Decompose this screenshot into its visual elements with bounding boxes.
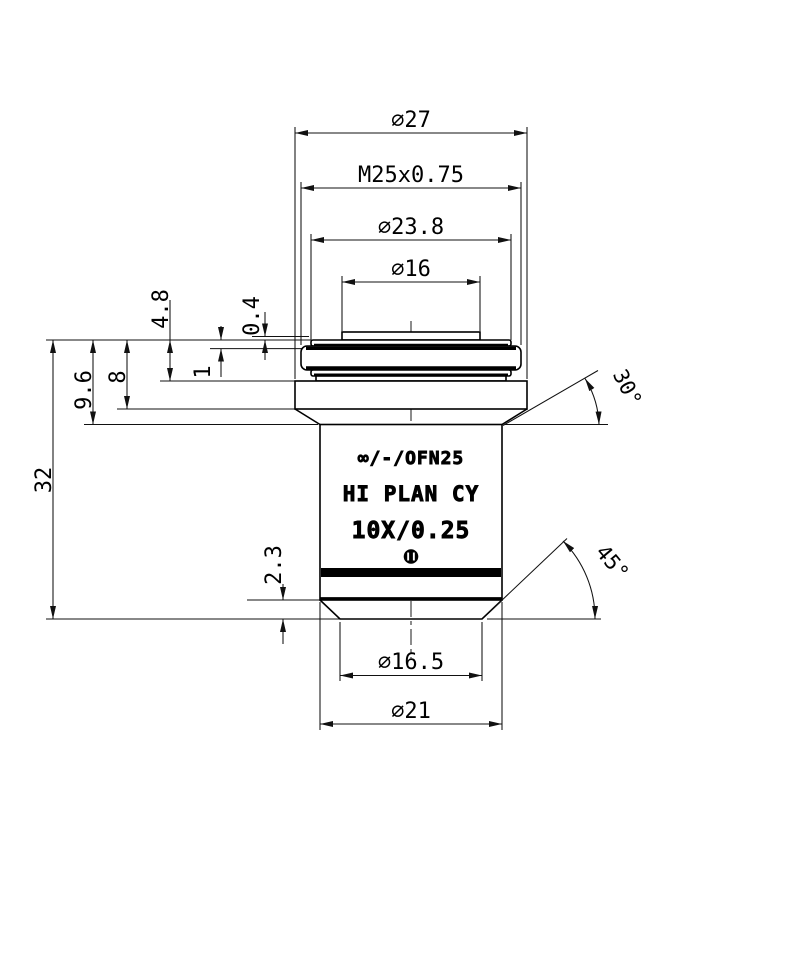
marking-line2: HI PLAN CY: [343, 482, 479, 506]
dim-1: 1: [191, 326, 224, 379]
dim-label-d16: ∅16: [391, 257, 431, 282]
dim-2-3: 2.3: [262, 545, 287, 644]
black-ring: [321, 568, 501, 577]
flange-chamfer-left: [294, 408, 321, 426]
marking-line1: ∞/-/OFN25: [358, 448, 465, 469]
dim-label-d238: ∅23.8: [378, 215, 444, 240]
dim-9-6: 9.6: [72, 340, 97, 425]
dim-label-23: 2.3: [262, 545, 287, 585]
dim-thread-m25: M25x0.75: [300, 163, 522, 345]
dim-label-d21: ∅21: [391, 699, 431, 724]
dim-label-32: 32: [32, 467, 57, 494]
mount-flange: [294, 380, 528, 410]
dim-label-96: 9.6: [72, 370, 97, 410]
lens-top-plate: [341, 331, 481, 341]
dim-label-8: 8: [106, 370, 131, 383]
dim-diameter-23-8: ∅23.8: [310, 215, 512, 340]
dim-4-8: 4.8: [149, 289, 174, 381]
dim-label-d27: ∅27: [391, 108, 431, 133]
dim-label-1: 1: [191, 365, 216, 378]
dim-0-4: 0.4: [240, 296, 268, 360]
angle-label-30: 30°: [608, 365, 647, 410]
dim-label-d165: ∅16.5: [378, 650, 444, 675]
flange-chamfer-right: [501, 408, 528, 426]
marking-line3: 10X/0.25: [352, 518, 471, 544]
dim-8: 8: [106, 340, 131, 409]
angle-label-45: 45°: [591, 540, 634, 584]
dim-label-04: 0.4: [240, 296, 265, 336]
dim-diameter-16: ∅16: [341, 257, 481, 331]
objective-body: ∞/-/OFN25 HI PLAN CY 10X/0.25: [294, 331, 528, 620]
dim-diameter-16-5: ∅16.5: [339, 622, 483, 681]
dim-diameter-27: ∅27: [294, 108, 528, 379]
dim-label-48: 4.8: [149, 289, 174, 329]
extension-lines-left: [46, 335, 340, 620]
set-screw-dot: [403, 549, 419, 564]
dim-label-m25: M25x0.75: [358, 163, 464, 188]
dim-32: 32: [32, 340, 57, 619]
angle-45-callout: 45°: [487, 538, 634, 620]
dim-diameter-21: ∅21: [319, 602, 503, 730]
